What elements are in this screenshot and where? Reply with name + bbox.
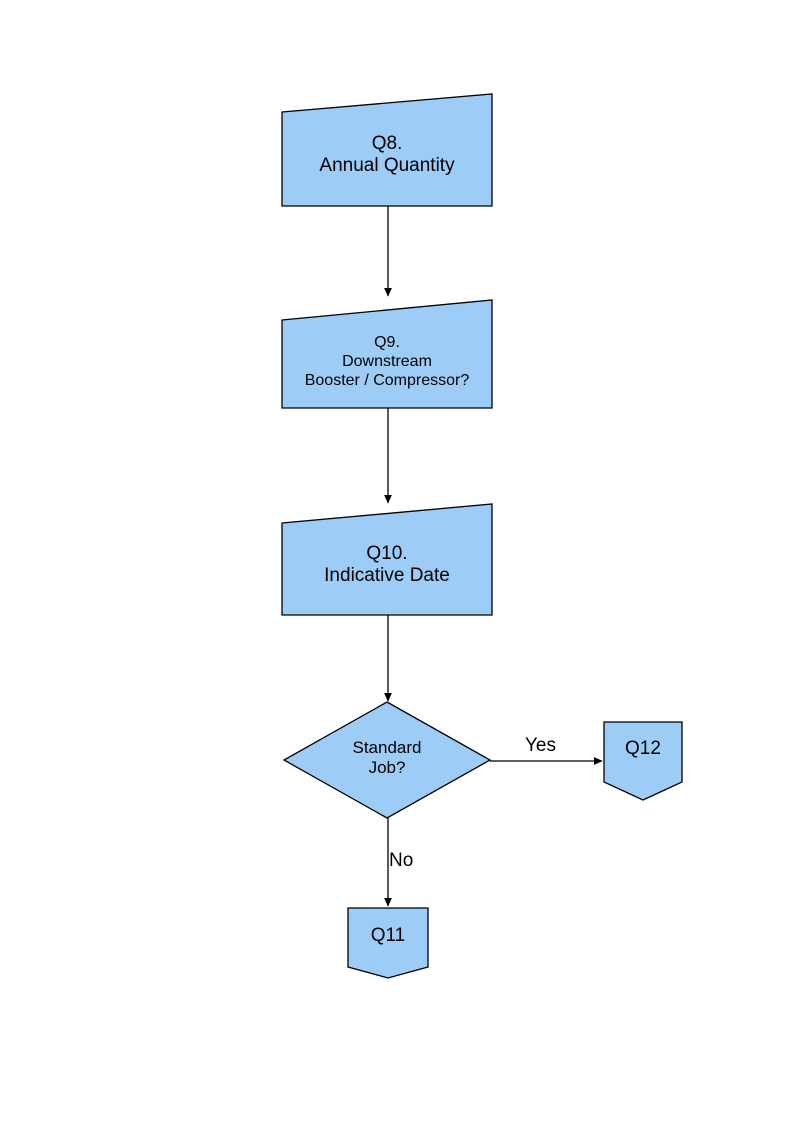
node-q9[interactable]	[281, 299, 493, 409]
node-q12[interactable]	[603, 721, 683, 801]
node-decision-standard-job[interactable]	[282, 701, 492, 819]
edge-label-yes: Yes	[525, 735, 556, 756]
node-q11[interactable]	[347, 907, 429, 979]
node-q10[interactable]	[281, 503, 493, 616]
edge-label-no: No	[389, 850, 414, 871]
node-q8[interactable]	[281, 93, 493, 207]
